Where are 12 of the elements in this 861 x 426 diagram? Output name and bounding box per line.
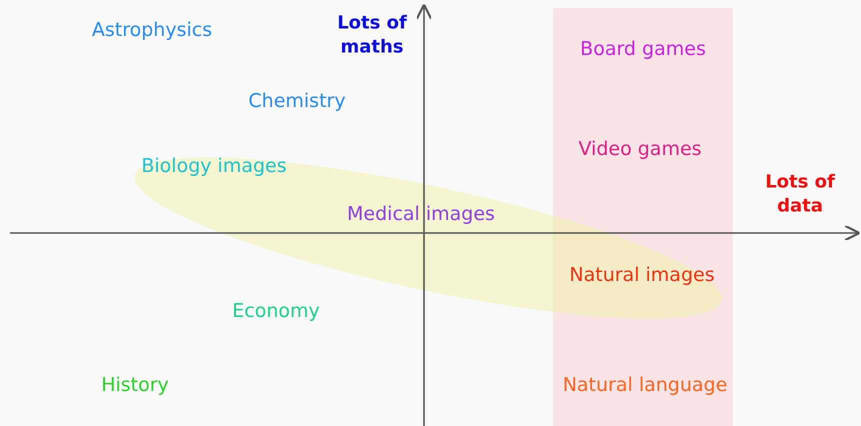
field-label: Natural images bbox=[569, 263, 715, 288]
field-label: Chemistry bbox=[248, 89, 346, 114]
field-label: History bbox=[101, 373, 169, 398]
field-label: Astrophysics bbox=[92, 18, 212, 44]
field-label: Medical images bbox=[347, 202, 495, 228]
axis-label: Lots of data bbox=[764, 170, 836, 219]
field-label: Biology images bbox=[141, 154, 287, 180]
field-label: Economy bbox=[232, 299, 320, 324]
field-label: Natural language bbox=[562, 373, 728, 398]
axis-label: Lots of maths bbox=[336, 12, 408, 60]
field-label: Board games bbox=[580, 37, 706, 62]
field-label: Video games bbox=[578, 137, 702, 162]
